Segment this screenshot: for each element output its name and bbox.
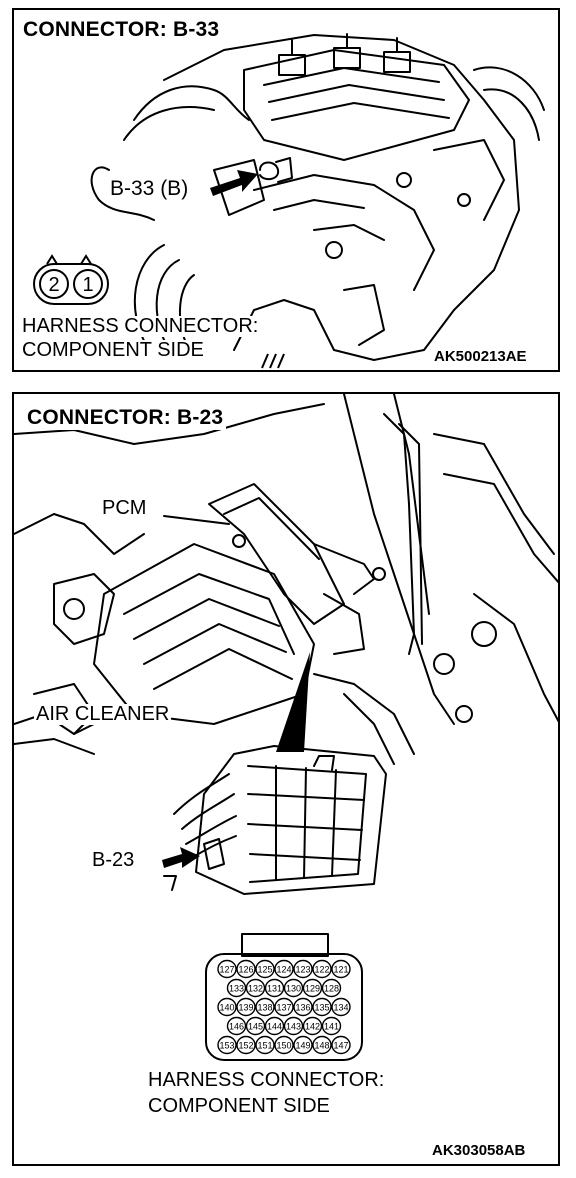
connector-callout: B-33 (B) <box>108 177 191 201</box>
b23-pin-cell <box>312 1035 332 1055</box>
b23-pin-number: 149 <box>295 1041 310 1051</box>
b23-pin-number: 136 <box>295 1003 310 1013</box>
connector-callout: B-23 <box>92 849 135 871</box>
b23-pin-cell <box>312 959 332 979</box>
b23-pin-cell <box>321 1016 342 1036</box>
engine-illustration: 2 1 <box>33 33 545 369</box>
figure-code: AK500213AE <box>434 348 527 365</box>
b23-pin-cell <box>226 978 247 998</box>
b23-pin-cell <box>293 1035 313 1055</box>
b23-pin-number: 150 <box>276 1041 291 1051</box>
b23-pin-cell <box>274 1035 294 1055</box>
b23-pin-number: 130 <box>286 984 301 994</box>
b23-pin-cell <box>283 1016 304 1036</box>
b23-pin-cell <box>217 959 237 979</box>
b23-pin-number: 151 <box>257 1041 272 1051</box>
b23-pin-cell <box>226 1016 247 1036</box>
b23-pin-cell <box>302 1016 323 1036</box>
b23-pin-number: 132 <box>248 984 263 994</box>
b23-pin-cell <box>255 1035 275 1055</box>
b23-pin-number: 141 <box>324 1022 339 1032</box>
b23-pin-number: 121 <box>333 965 348 975</box>
harness-connector-label: HARNESS CONNECTOR: <box>146 1069 387 1091</box>
b23-pin-cell <box>274 997 294 1017</box>
pcm-label: PCM <box>100 497 149 519</box>
b23-pin-cell <box>331 1035 351 1055</box>
b23-pin-cell <box>236 1035 256 1055</box>
b23-pin-cell <box>302 978 323 998</box>
component-side-label: COMPONENT SIDE <box>20 339 206 361</box>
figure-code: AK303058AB <box>432 1142 526 1159</box>
b23-pin-cell <box>217 1035 237 1055</box>
b23-pin-cell <box>255 959 275 979</box>
b23-pin-number: 153 <box>219 1041 234 1051</box>
b23-pin-number: 137 <box>276 1003 291 1013</box>
b23-pin-number: 128 <box>324 984 339 994</box>
b23-pin-cell <box>283 978 304 998</box>
b23-pin-number: 148 <box>314 1041 329 1051</box>
b23-pin-number: 147 <box>333 1041 348 1051</box>
b23-pin-number: 133 <box>229 984 244 994</box>
b23-pin-number: 129 <box>305 984 320 994</box>
b23-pin-number: 124 <box>276 965 291 975</box>
b23-pin-number: 131 <box>267 984 282 994</box>
connector-b23-panel: 127 126 125 124 123 122 121 133 132 131 130 129 128 1… <box>12 392 560 1166</box>
b23-pin-cell <box>293 959 313 979</box>
b23-pin-number: 152 <box>238 1041 253 1051</box>
b23-pin-cell <box>331 997 351 1017</box>
b23-pin-number: 126 <box>238 965 253 975</box>
b23-pin-cell <box>331 959 351 979</box>
b23-pin-number: 144 <box>267 1022 282 1032</box>
b23-pin-number: 145 <box>248 1022 263 1032</box>
b23-pin-cell <box>236 959 256 979</box>
b23-pin-number: 123 <box>295 965 310 975</box>
b23-pin-cell <box>245 1016 266 1036</box>
b23-pin-number: 138 <box>257 1003 272 1013</box>
b23-pin-number: 135 <box>314 1003 329 1013</box>
b23-pin-cell <box>264 978 285 998</box>
component-side-label: COMPONENT SIDE <box>146 1095 332 1117</box>
b23-pin-number: 146 <box>229 1022 244 1032</box>
b23-pin-number: 142 <box>305 1022 320 1032</box>
b33-pin-2: 2 <box>48 274 59 296</box>
b23-pin-cell <box>312 997 332 1017</box>
panel-title: CONNECTOR: B-33 <box>20 18 223 42</box>
b23-pin-cell <box>236 997 256 1017</box>
b23-pin-number: 140 <box>219 1003 234 1013</box>
b23-pin-grid: 127 126 125 124 123 122 121 133 132 131 130 129 128 1… <box>217 959 351 1055</box>
pcm-illustration: 127 126 125 124 123 122 121 133 132 131 130 129 128 1… <box>14 394 558 1061</box>
air-cleaner-label: AIR CLEANER <box>34 703 172 725</box>
b23-pin-number: 122 <box>314 965 329 975</box>
b23-pin-number: 139 <box>238 1003 253 1013</box>
b23-pin-cell <box>245 978 266 998</box>
connector-b33-panel: 2 1 CONNECTOR: B-33 B-33 (B) HARNESS CON… <box>12 8 560 372</box>
b23-pin-number: 125 <box>257 965 272 975</box>
b23-pin-cell <box>217 997 237 1017</box>
harness-connector-label: HARNESS CONNECTOR: <box>20 315 261 337</box>
b23-pin-number: 134 <box>333 1003 348 1013</box>
b23-pin-cell <box>293 997 313 1017</box>
b23-pin-cell <box>255 997 275 1017</box>
b23-pin-cell <box>264 1016 285 1036</box>
b33-pin-1: 1 <box>82 274 93 296</box>
b23-pin-number: 143 <box>286 1022 301 1032</box>
panel-title: CONNECTOR: B-23 <box>24 406 227 430</box>
b23-pin-cell <box>321 978 342 998</box>
b23-pin-cell <box>274 959 294 979</box>
b23-pin-number: 127 <box>219 965 234 975</box>
